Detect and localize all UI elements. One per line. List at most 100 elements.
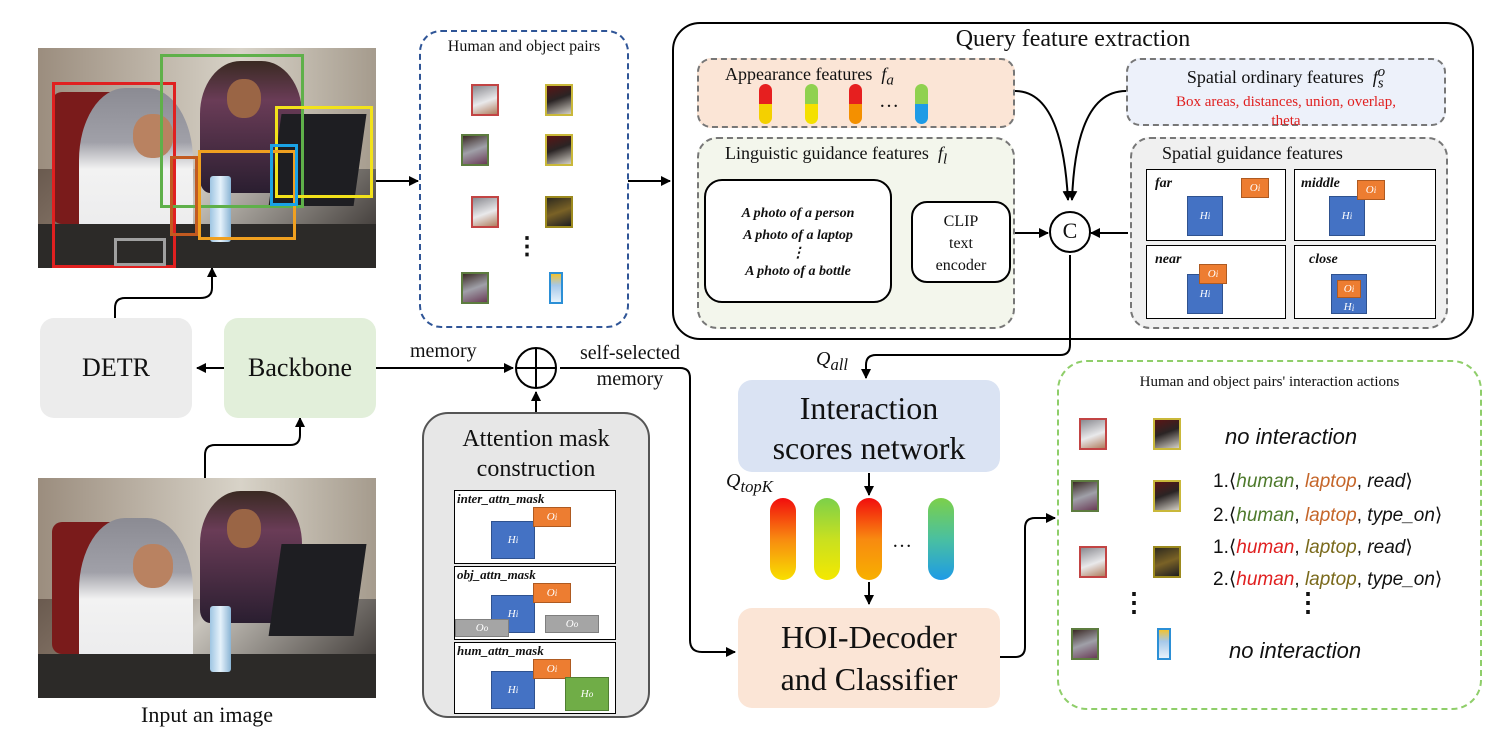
detr-node: DETR [40,318,192,418]
feature-pill [759,84,772,124]
mask-title-line1: Attention mask [462,426,610,452]
bbox-object-gray [114,238,166,266]
mask-title: Attention mask construction [424,424,648,484]
arrow-detr-to-image [114,267,217,318]
relation-label: close [1309,252,1338,267]
input-image [38,478,376,698]
result-no-interaction: no interaction [1229,638,1362,663]
topk-query-pill [928,498,954,580]
results-dots: ⋮ [1295,588,1321,617]
result-thumb-human [1079,546,1107,578]
concat-icon [1049,211,1091,253]
memory-label: memory [410,340,477,362]
results-panel: Human and object pairs' interaction acti… [1057,360,1482,710]
result-line: 2.⟨human, laptop, type_on⟩ [1213,569,1443,590]
appearance-label: Appearance features fa [725,64,894,89]
pair-thumb-object [545,84,573,116]
bbox-human-green [160,54,304,208]
arrow-image-to-backbone [204,417,305,478]
feature-pill [915,84,928,124]
hoi-decoder-node: HOI-Decoder and Classifier [738,608,1000,708]
relation-label: near [1155,252,1182,267]
pair-thumb-object [545,134,573,166]
pair-thumb-human [461,272,489,304]
interaction-network-node: Interaction scores network [738,380,1000,472]
pairs-panel: Human and object pairs ⋮ [419,30,629,328]
mask-title-line2: construction [476,456,596,482]
self-selected-line1: self-selected [580,342,680,364]
spatial-ordinary-line: theta [1271,112,1301,129]
prompt-dots: ⋮ [791,246,805,261]
prompt-line: A photo of a bottle [745,264,851,279]
appearance-panel: Appearance features fa … [697,58,1015,128]
self-selected-label: self-selected memory [580,340,680,392]
pair-thumb-human [471,84,499,116]
result-line: 1.⟨human, laptop, read⟩ [1213,471,1413,492]
prompt-line: A photo of a person [741,206,855,221]
clip-line: text [949,235,973,252]
clip-line: encoder [935,257,987,274]
q-all-label: Qall [816,348,849,374]
appearance-dots: … [879,90,899,112]
mask-panel: Attention mask construction inter_attn_m… [422,412,650,718]
pair-thumb-human [461,134,489,166]
feature-pill [849,84,862,124]
backbone-label: Backbone [248,353,352,382]
topk-query-pill [770,498,796,580]
decoder-line2: and Classifier [780,661,958,697]
detr-label: DETR [82,353,150,382]
self-selected-line2: memory [596,368,664,390]
topk-query-pill [814,498,840,580]
result-line: 1.⟨human, laptop, read⟩ [1213,537,1413,558]
relation-label: far [1155,176,1173,191]
spatial-ordinary-label: Spatial ordinary features fso [1186,64,1386,92]
feature-pill [805,84,818,124]
pill-dots: … [892,530,912,552]
query-title: Query feature extraction [955,26,1191,52]
linguistic-label: Linguistic guidance features fl [725,143,948,168]
result-no-interaction: no interaction [1225,424,1358,449]
result-thumb-human [1071,628,1099,660]
result-thumb-object [1153,418,1181,450]
spatial-ordinary-panel: Spatial ordinary features fso Box areas,… [1126,58,1446,129]
add-icon [515,347,557,389]
arrow-decoder-to-results [1000,513,1056,658]
spatial-guidance-panel: Spatial guidance features fsr far Hi Oi … [1130,137,1448,329]
interaction-line2: scores network [772,430,966,466]
input-caption: Input an image [141,702,273,727]
linguistic-panel: Linguistic guidance features fl A photo … [697,137,1015,329]
query-panel: Query feature extraction [672,22,1474,340]
prompt-line: A photo of a laptop [743,228,853,243]
arrow-concat-to-interaction [861,255,1071,379]
pairs-dots: ⋮ [515,234,539,260]
backbone-node: Backbone [224,318,376,418]
clip-encoder-box: CLIP text encoder [911,201,1011,283]
bbox-human-red [52,82,176,268]
results-dots: ⋮ [1121,588,1147,617]
pairs-title: Human and object pairs [447,38,601,55]
results-title: Human and object pairs' interaction acti… [1139,374,1400,390]
interaction-line1: Interaction [799,390,939,426]
bbox-bottle-blue [270,144,298,206]
result-thumb-object [1153,546,1181,578]
arrow-spatial-ord-to-concat [1067,90,1127,201]
result-thumb-human [1079,418,1107,450]
concat-label: C [1062,218,1078,243]
q-topk-label: QtopK [726,470,773,496]
pair-thumb-human [471,196,499,228]
spatial-ordinary-list: Box areas, distances, union, overlap, th… [1128,93,1444,131]
